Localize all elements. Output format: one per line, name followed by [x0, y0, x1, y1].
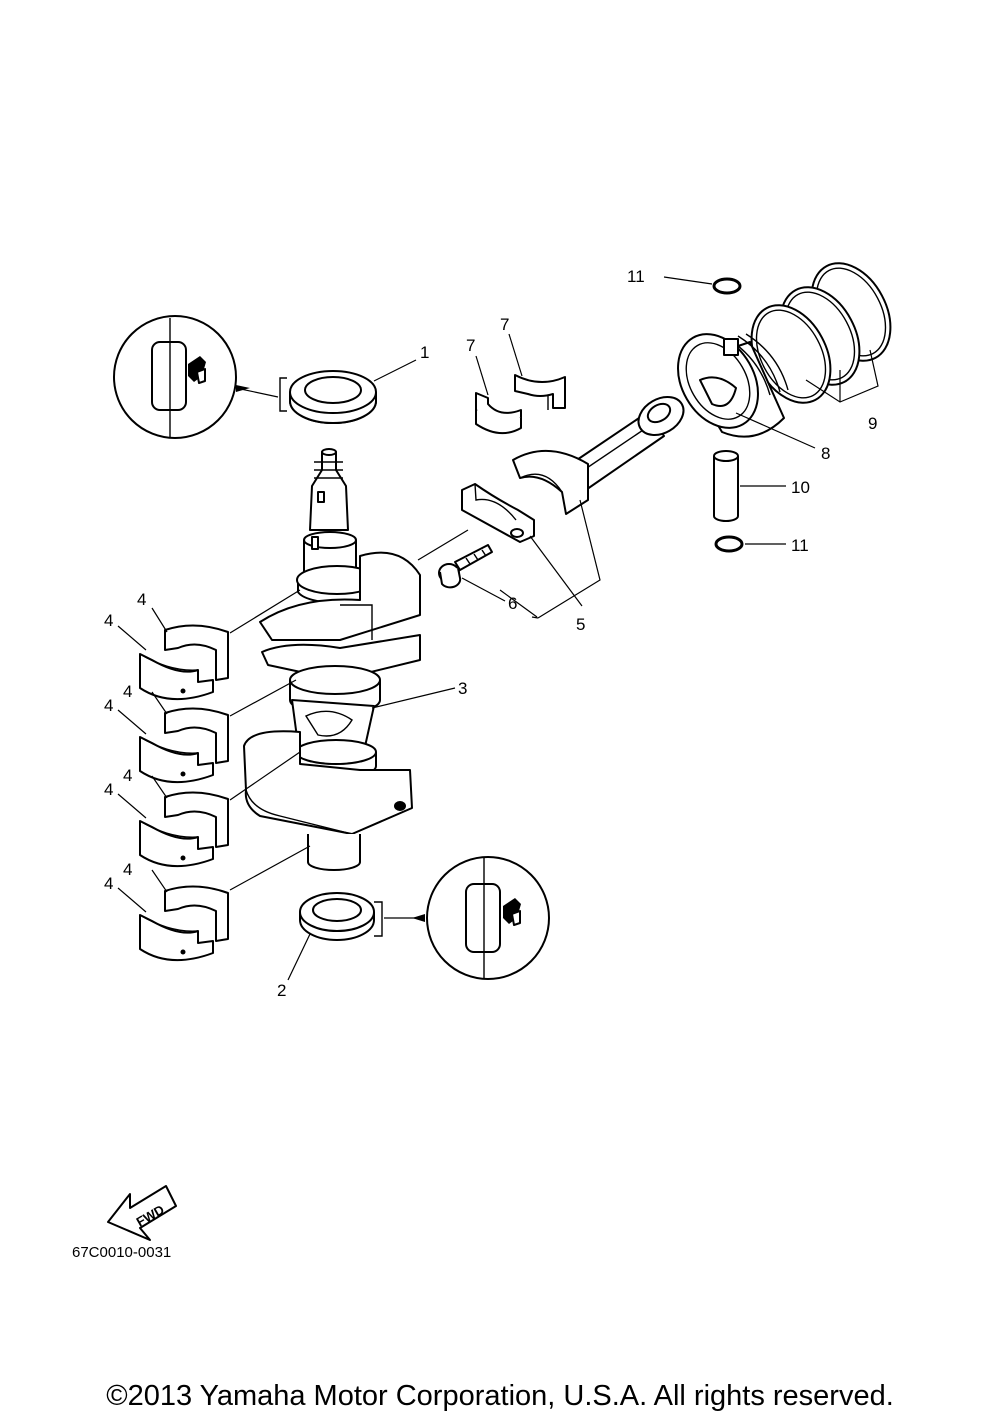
callout-4-d2: 4 — [104, 874, 113, 893]
callout-4-a1: 4 — [137, 590, 146, 609]
main-bearing-set-2 — [139, 707, 229, 784]
callout-7-upper: 7 — [500, 315, 509, 334]
connecting-rod-cap — [461, 483, 535, 543]
piston-rings — [750, 262, 892, 404]
callout-3: 3 — [458, 679, 467, 698]
callout-9: 9 — [868, 414, 877, 433]
callout-4-c1: 4 — [123, 766, 132, 785]
connecting-rod — [512, 396, 685, 515]
oil-seal-bottom — [299, 892, 375, 941]
callout-4-b2: 4 — [104, 696, 113, 715]
grease-application-icon-top — [113, 315, 237, 439]
forward-direction-icon: FWD — [107, 1185, 177, 1241]
piston — [677, 333, 789, 438]
callout-5: 5 — [576, 615, 585, 634]
callout-11-top: 11 — [627, 267, 645, 286]
rod-bearing-lower — [475, 392, 522, 435]
main-bearing-set-3 — [139, 791, 229, 868]
callout-2: 2 — [277, 981, 286, 1000]
rod-bearing-upper — [514, 374, 566, 410]
piston-pin — [713, 450, 739, 522]
connecting-rod-bolt — [438, 544, 493, 589]
circlip-bottom — [714, 535, 744, 553]
callout-6: 6 — [508, 594, 517, 613]
oil-seal-top — [289, 370, 377, 424]
diagram-code: 67C0010-0031 — [72, 1244, 172, 1261]
copyright-notice: ©2013 Yamaha Motor Corporation, U.S.A. A… — [106, 1380, 894, 1412]
callout-11-bottom: 11 — [791, 536, 809, 555]
callout-1: 1 — [420, 343, 429, 362]
callout-8: 8 — [821, 444, 830, 463]
main-bearing-set-1 — [139, 624, 229, 701]
grease-application-icon-bottom — [426, 856, 550, 980]
circlip-top — [712, 277, 742, 295]
callout-4-c2: 4 — [104, 780, 113, 799]
main-bearing-set-4 — [139, 885, 229, 962]
callout-7-lower: 7 — [466, 336, 475, 355]
callout-4-b1: 4 — [123, 682, 132, 701]
callout-4-a2: 4 — [104, 611, 113, 630]
crankshaft — [243, 448, 421, 871]
callout-4-d1: 4 — [123, 860, 132, 879]
callout-10: 10 — [791, 478, 810, 497]
